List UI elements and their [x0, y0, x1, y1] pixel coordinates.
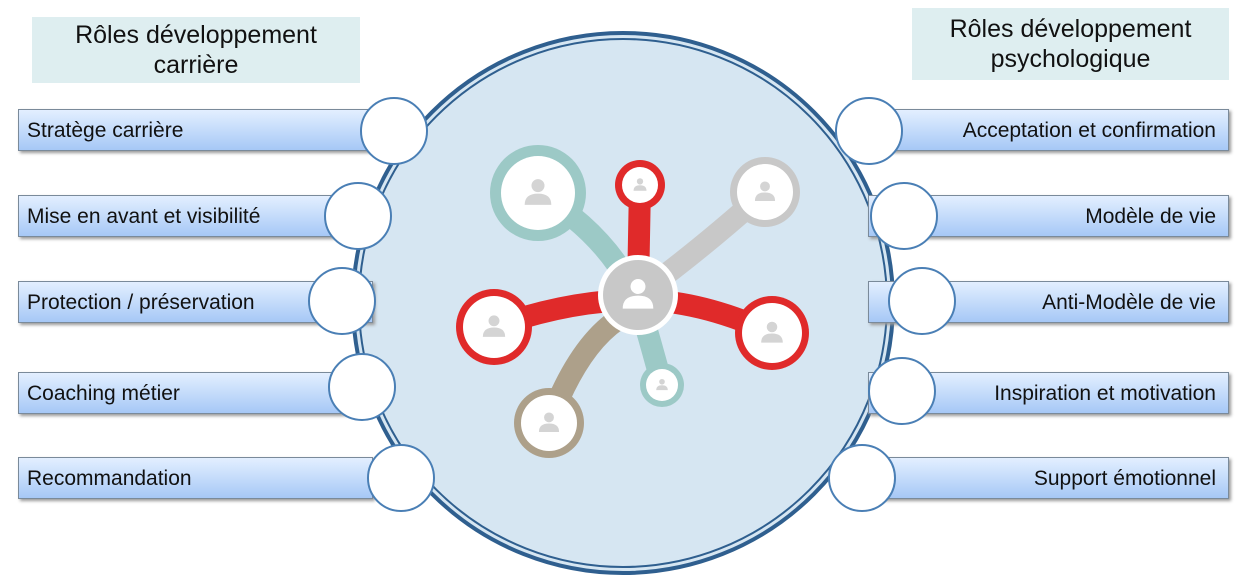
right-item-acceptance: Acceptation et confirmation [868, 109, 1229, 151]
right-connector-circle [888, 267, 956, 335]
person-icon [488, 315, 500, 327]
center-node-inner [603, 260, 673, 330]
person-icon [544, 412, 554, 423]
right-item-support: Support émotionnel [868, 457, 1229, 499]
right-connector-circle [835, 97, 903, 165]
node-inner [521, 395, 577, 451]
node-inner [463, 296, 525, 358]
left-item-strategy: Stratège carrière [18, 109, 373, 151]
node-inner [501, 156, 575, 230]
right-connector-circle [870, 182, 938, 250]
right-connector-circle [828, 444, 896, 512]
person-icon-body [622, 295, 654, 309]
person-icon-body [482, 327, 506, 337]
person-icon-body [524, 193, 552, 205]
person-icon-body [538, 423, 560, 432]
node-inner [622, 167, 658, 203]
right-header: Rôles développement psychologique [912, 8, 1229, 80]
person-icon-body [633, 185, 647, 191]
person-icon-body [656, 385, 668, 391]
person-icon-body [754, 192, 776, 201]
person-icon [636, 178, 644, 185]
person-icon [766, 321, 778, 333]
node-inner [742, 303, 802, 363]
left-item-recommendation: Recommandation [18, 457, 373, 499]
left-item-coaching: Coaching métier [18, 372, 373, 414]
left-header: Rôles développement carrière [32, 17, 360, 83]
left-connector-circle [324, 182, 392, 250]
left-connector-circle [360, 97, 428, 165]
left-connector-circle [367, 444, 435, 512]
person-icon-body [761, 333, 783, 343]
left-connector-circle [328, 353, 396, 421]
person-icon [630, 279, 646, 294]
left-item-visibility: Mise en avant et visibilité [18, 195, 373, 237]
left-connector-circle [308, 267, 376, 335]
person-icon [760, 181, 770, 192]
person-icon [531, 179, 545, 193]
node-inner [737, 164, 793, 220]
node-inner [646, 369, 678, 401]
right-connector-circle [868, 357, 936, 425]
person-icon [659, 378, 665, 385]
